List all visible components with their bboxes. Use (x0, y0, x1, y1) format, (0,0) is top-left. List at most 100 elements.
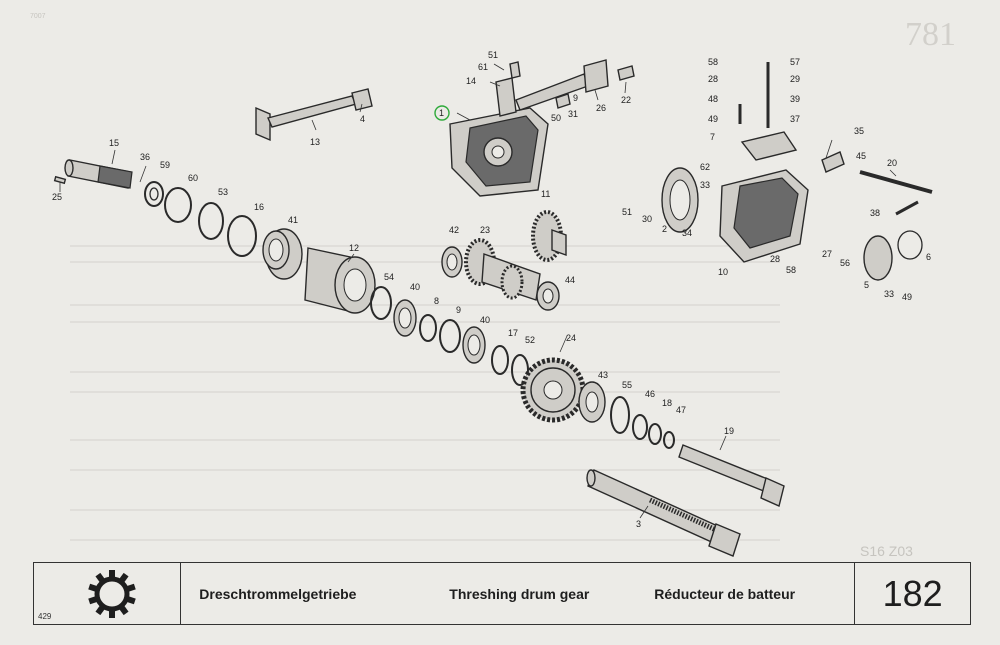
callout-54: 54 (384, 272, 394, 282)
ring-46 (632, 414, 648, 440)
callout-5: 5 (864, 280, 869, 290)
callout-10: 10 (718, 267, 728, 277)
callout-61: 61 (478, 62, 488, 72)
callout-58-b: 58 (786, 265, 796, 275)
bearing-41 (262, 228, 303, 280)
callout-3: 3 (636, 519, 641, 529)
callout-62: 62 (700, 162, 710, 172)
callout-49: 49 (902, 292, 912, 302)
ring-17 (491, 345, 509, 375)
callout-2: 2 (662, 224, 667, 234)
ring-9 (439, 319, 461, 353)
callout-33: 33 (700, 180, 710, 190)
callout-7: 7 (710, 132, 715, 142)
callout-40: 40 (410, 282, 420, 292)
callout-29: 29 (790, 74, 800, 84)
callout-43: 43 (598, 370, 608, 380)
callout-47: 47 (676, 405, 686, 415)
callout-51-b: 51 (622, 207, 632, 217)
callout-60: 60 (188, 173, 198, 183)
callout-39: 39 (790, 94, 800, 104)
callout-35: 35 (854, 126, 864, 136)
title-block: 429 Dreschtrommelgetriebe Threshing drum… (33, 562, 971, 625)
gear-housing-1 (449, 59, 635, 197)
ring-52 (511, 354, 529, 386)
callout-51: 51 (488, 50, 498, 60)
circlip-60 (164, 187, 192, 223)
gear-24 (520, 357, 586, 423)
callout-16: 16 (254, 202, 264, 212)
gear-icon (88, 570, 136, 618)
exploded-view-diagram: 781 7007 (30, 13, 956, 559)
callout-1-highlight (434, 105, 450, 121)
callout-31: 31 (568, 109, 578, 119)
callout-40-b: 40 (480, 315, 490, 325)
sleeve-12 (304, 247, 376, 314)
callout-59: 59 (160, 160, 170, 170)
callout-52: 52 (525, 335, 535, 345)
page-number: 182 (882, 572, 943, 614)
callout-27: 27 (822, 249, 832, 259)
logo-cell: 429 (34, 563, 182, 624)
callout-9-b: 9 (573, 93, 578, 103)
ghost-corner-text: 7007 (30, 13, 46, 20)
gear-23 (464, 238, 541, 301)
ring-54 (370, 286, 392, 320)
bearing-42 (441, 246, 463, 278)
ghost-page-number: 781 (905, 16, 956, 53)
callout-28: 28 (708, 74, 718, 84)
title-german: Dreschtrommelgetriebe (199, 585, 357, 602)
gear-housing-10 (661, 62, 933, 281)
callout-25: 25 (52, 192, 62, 202)
callout-58: 58 (708, 57, 718, 67)
callout-46: 46 (645, 389, 655, 399)
callout-42: 42 (449, 225, 459, 235)
callout-36: 36 (140, 152, 150, 162)
callout-4: 4 (360, 114, 365, 124)
title-french: Réducteur de batteur (654, 585, 796, 602)
page-reference: 429 (38, 612, 52, 621)
callout-22: 22 (621, 95, 631, 105)
bearing-59 (144, 181, 164, 207)
gear-11 (531, 210, 567, 262)
callout-53: 53 (218, 187, 228, 197)
callout-20: 20 (887, 158, 897, 168)
callout-49-b: 49 (708, 114, 718, 124)
title-english: Threshing drum gear (449, 585, 590, 602)
part-callouts: 15 36 59 60 25 53 16 41 13 4 12 54 40 8 … (52, 50, 931, 529)
callout-50: 50 (551, 113, 561, 123)
callout-57: 57 (790, 57, 800, 67)
bolt-3 (586, 469, 741, 557)
bolt-19 (678, 444, 785, 507)
callout-13: 13 (310, 137, 320, 147)
callout-48: 48 (708, 94, 718, 104)
bearing-40 (393, 299, 417, 337)
callout-44: 44 (565, 275, 575, 285)
bearing-40-b (462, 326, 486, 364)
callout-26: 26 (596, 103, 606, 113)
callout-9: 9 (456, 305, 461, 315)
ghost-footer-text: S16 Z03 (860, 543, 913, 559)
callout-19: 19 (724, 426, 734, 436)
callout-17: 17 (508, 328, 518, 338)
leader-lines (59, 63, 897, 519)
callout-12: 12 (349, 243, 359, 253)
callout-18: 18 (662, 398, 672, 408)
ring-18 (648, 423, 662, 445)
ring-47 (663, 431, 675, 449)
callout-34: 34 (682, 228, 692, 238)
callout-55: 55 (622, 380, 632, 390)
callout-28-b: 28 (770, 254, 780, 264)
ring-8 (419, 314, 437, 342)
callout-1: 1 (439, 108, 444, 118)
callout-30: 30 (642, 214, 652, 224)
bleed-through-text: 781 7007 (30, 13, 956, 541)
callout-15: 15 (109, 138, 119, 148)
callout-11: 11 (541, 189, 550, 199)
callout-8: 8 (434, 296, 439, 306)
ring-16 (227, 215, 257, 257)
callout-24: 24 (566, 333, 576, 343)
circlip-53 (198, 202, 224, 240)
ghost-table-lines (70, 245, 780, 541)
callout-37: 37 (790, 114, 800, 124)
